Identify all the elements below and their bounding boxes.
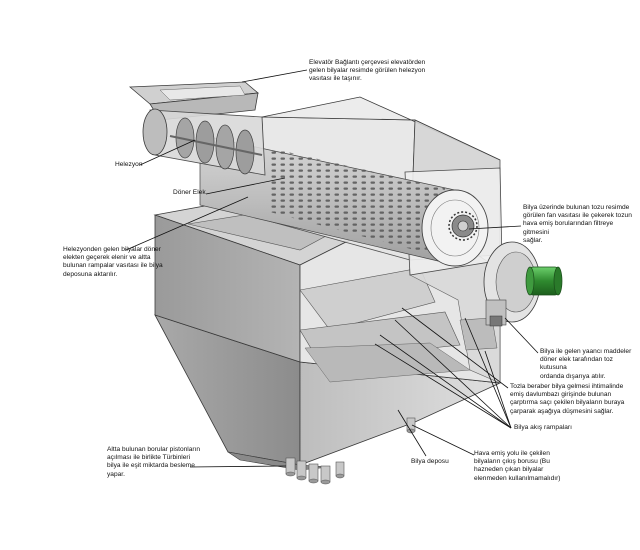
label-bilya-deposu: Bilya deposu	[411, 458, 449, 465]
label-fan-desc: Bilya üzerinde bulunan tozu resimde görü…	[523, 204, 632, 244]
leader-piston	[189, 465, 287, 468]
sprocket-icon	[448, 211, 478, 241]
leader-yabanci-madde	[504, 317, 539, 354]
label-toz-desc: Tozla beraber bilya gelmesi ihtimalinde …	[510, 383, 625, 415]
label-helezyon-desc: Helezyonden gelen bilyalar döner elekten…	[63, 246, 163, 278]
label-helezyon: Helezyon	[115, 161, 143, 168]
leader-doner-elek	[205, 177, 286, 195]
fan-housing	[483, 241, 541, 327]
label-bilya-akis: Bilya akış rampaları	[514, 424, 572, 431]
leader-ramp-1	[394, 319, 512, 429]
leader-ramp-5	[484, 350, 512, 429]
leader-hava-emis	[411, 424, 475, 456]
leader-helezyon-desc	[125, 196, 249, 251]
label-doner-elek: Döner Elek	[173, 189, 206, 196]
label-yabanci-madde: Bilya ile gelen yaancı maddeler döner el…	[540, 348, 632, 380]
label-elevator: Elevatör Bağlantı çerçevesi elevatörden …	[309, 59, 426, 83]
leader-fan	[468, 225, 522, 230]
label-hava-emis: Hava emiş yolu ile çekilen bilyaların çı…	[474, 450, 561, 482]
leader-ramp-3	[374, 343, 512, 429]
helezyon-conveyor	[128, 81, 266, 176]
outlet-pipes	[285, 417, 416, 485]
leader-elevator	[241, 69, 308, 83]
leader-ramp-2	[379, 334, 512, 429]
label-piston-desc: Altta bulunan borular pistonların açılma…	[107, 446, 201, 478]
leader-helezyon	[139, 139, 196, 166]
leader-lines	[125, 69, 539, 468]
leader-ramp-4	[464, 317, 512, 429]
fan-motor	[525, 266, 563, 296]
leader-toz	[401, 307, 509, 389]
leader-bilya-deposu	[397, 409, 427, 457]
